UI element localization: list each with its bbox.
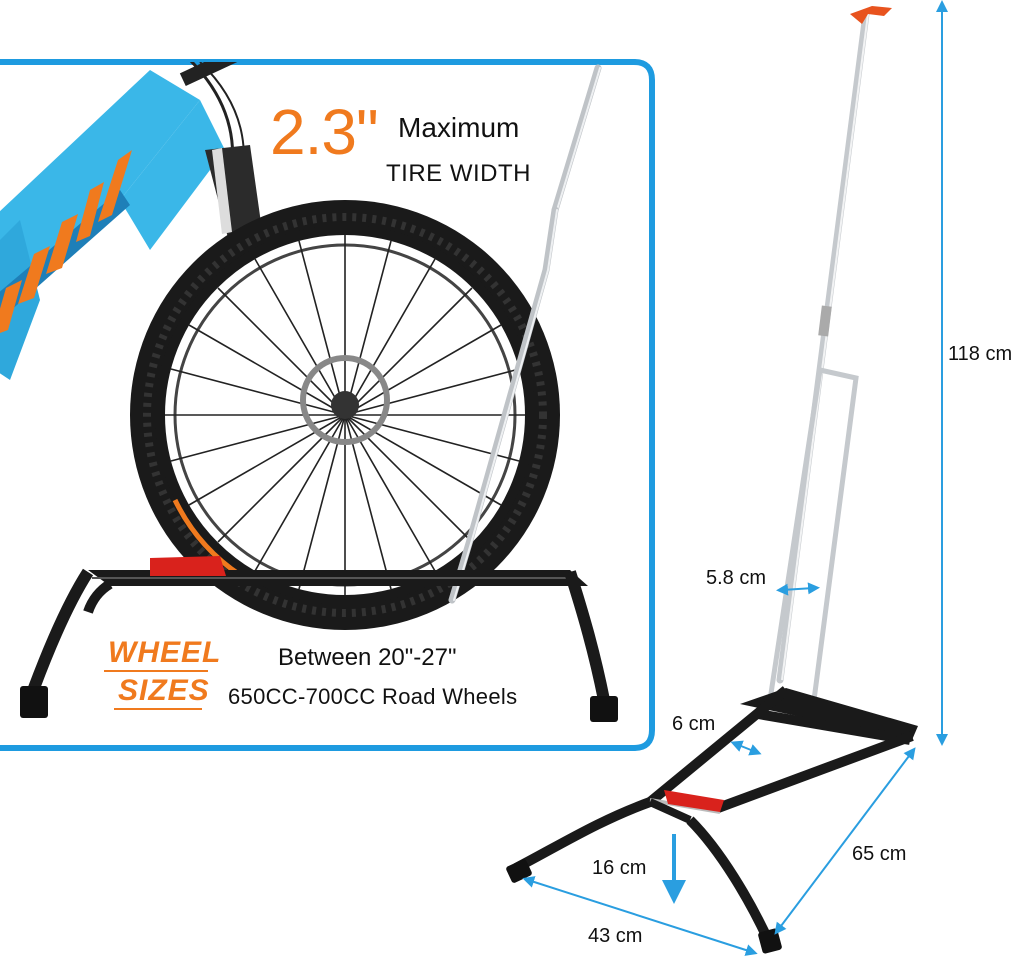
stand-upright <box>506 6 918 954</box>
stand-base <box>20 556 618 722</box>
dimension-slot-width: 6 cm <box>672 713 716 735</box>
dimension-foot-height: 16 cm <box>592 857 647 879</box>
wheel-underline-1 <box>104 670 208 672</box>
dimension-width: 43 cm <box>588 925 643 947</box>
dimension-length: 65 cm <box>852 843 907 865</box>
road-wheel-range: 650CC-700CC Road Wheels <box>228 684 518 709</box>
wheel-size-range: Between 20"-27" <box>278 644 457 671</box>
wheel-underline-2 <box>114 708 202 710</box>
height-arrow <box>662 834 686 904</box>
bike-frame <box>0 62 246 380</box>
tire-width-value: 2.3" <box>270 96 379 168</box>
front-wheel <box>130 200 560 630</box>
dimension-hook-gap: 5.8 cm <box>706 567 767 589</box>
tire-width-label: TIRE WIDTH <box>386 160 531 187</box>
callout-panel-border <box>0 59 655 751</box>
dimension-height: 118 cm <box>948 343 1013 365</box>
wheel-sizes-label-line2: SIZES <box>118 674 210 707</box>
tire-maximum-label: Maximum <box>398 112 520 143</box>
dimension-lines <box>522 0 948 956</box>
wheel-sizes-label-line1: WHEEL <box>108 636 222 669</box>
